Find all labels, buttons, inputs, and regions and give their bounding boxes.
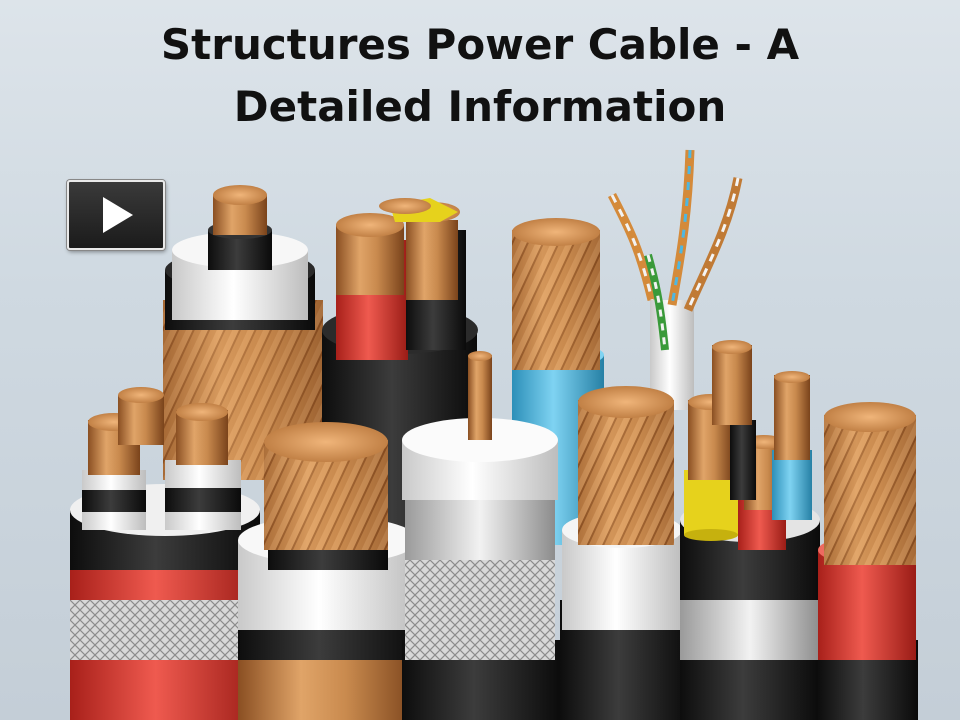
title-line-2: Detailed Information <box>233 82 727 131</box>
cable-hv-white <box>163 185 323 480</box>
play-icon <box>103 197 133 233</box>
cable-large-copper <box>238 422 418 720</box>
cable-multicolor-core <box>680 340 820 720</box>
cable-coaxial <box>402 351 562 720</box>
cable-4-core <box>322 198 478 530</box>
cable-3-core-small <box>70 387 260 720</box>
slide-title: Structures Power Cable - A Detailed Info… <box>80 14 880 138</box>
cable-white-single <box>560 386 690 720</box>
play-button[interactable] <box>67 180 165 250</box>
cable-red-single <box>818 402 918 720</box>
title-line-1: Structures Power Cable - A <box>160 20 800 69</box>
